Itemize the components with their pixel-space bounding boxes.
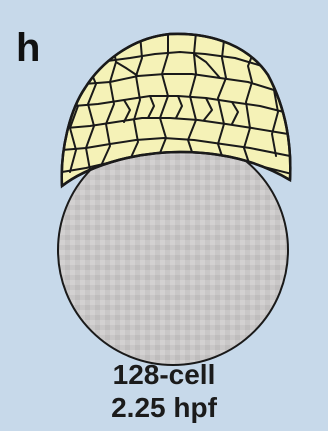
- stage-label: 128-cell: [0, 361, 328, 389]
- time-label: 2.25 hpf: [0, 394, 328, 422]
